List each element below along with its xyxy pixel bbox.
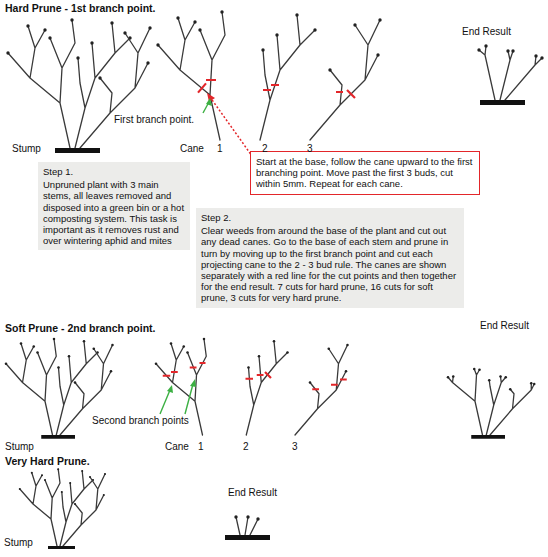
- section-heading: Very Hard Prune.: [5, 455, 90, 467]
- step-text: Start at the base, follow the cane upwar…: [256, 156, 474, 190]
- cane-label: Cane: [165, 441, 189, 453]
- result-label: End Result: [480, 320, 529, 332]
- stump-label: Stump: [12, 143, 41, 155]
- step-box: Step 2. Clear weeds from around the base …: [196, 208, 464, 308]
- cane-number: 2: [262, 143, 268, 155]
- cane-label: Cane: [180, 143, 204, 155]
- step-text: Unpruned plant with 3 main stems, all le…: [43, 179, 185, 246]
- cane-number: 3: [292, 441, 298, 453]
- step-text: Clear weeds from around the base of the …: [201, 225, 459, 303]
- section-heading: Hard Prune - 1st branch point.: [5, 2, 156, 14]
- callout-box: Start at the base, follow the cane upwar…: [250, 151, 480, 195]
- callout-label: Second branch points: [92, 415, 189, 427]
- stump-label: Stump: [5, 441, 34, 453]
- stump-label: Stump: [4, 537, 33, 549]
- result-label: End Result: [228, 487, 277, 499]
- step-heading: Step 1.: [43, 166, 185, 177]
- step-heading: Step 2.: [201, 212, 459, 223]
- section-heading: Soft Prune - 2nd branch point.: [5, 322, 156, 334]
- cane-number: 1: [217, 143, 223, 155]
- cane-number: 3: [307, 143, 313, 155]
- result-label: End Result: [462, 26, 511, 38]
- callout-label: First branch point.: [114, 114, 194, 126]
- step-box: Step 1. Unpruned plant with 3 main stems,…: [38, 162, 190, 250]
- cane-number: 2: [243, 441, 249, 453]
- cane-number: 1: [198, 441, 204, 453]
